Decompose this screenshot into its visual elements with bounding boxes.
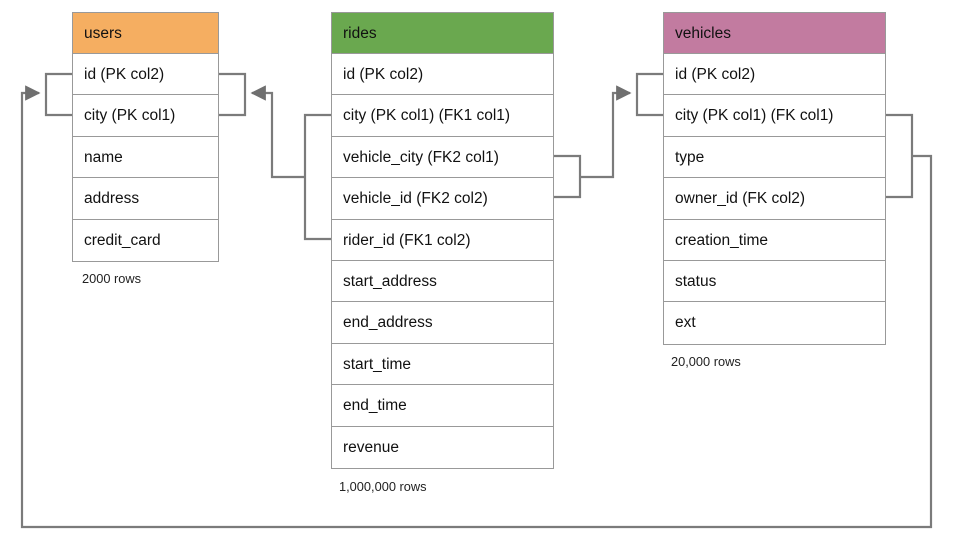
vehicles-right-bracket [886,113,914,199]
table-users-column-credit-card[interactable]: credit_card [73,219,218,261]
table-users-column-address[interactable]: address [73,178,218,220]
table-rides-column-end-address[interactable]: end_address [332,302,553,344]
table-rides-column-vehicle-id[interactable]: vehicle_id (FK2 col2) [332,178,553,220]
rides-right-bracket [554,154,582,199]
table-vehicles-row-count: 20,000 rows [671,354,741,369]
table-rides-column-start-time[interactable]: start_time [332,343,553,386]
table-vehicles-column-creation-time[interactable]: creation_time [664,219,885,261]
table-rides-column-end-time[interactable]: end_time [332,385,553,427]
table-vehicles-column-ext[interactable]: ext [664,302,885,344]
table-rides-column-revenue[interactable]: revenue [332,426,553,468]
users-left-bracket [44,72,72,117]
table-vehicles-column-status[interactable]: status [664,260,885,303]
table-users-title: users [73,13,218,54]
table-vehicles-title: vehicles [664,13,885,54]
table-rides-column-start-address[interactable]: start_address [332,260,553,303]
vehicles-left-bracket [635,72,663,117]
wire-fk1-rides-to-users [250,85,305,179]
table-users[interactable]: users id (PK col2) city (PK col1) name a… [72,12,219,262]
table-rides-column-id[interactable]: id (PK col2) [332,54,553,96]
table-rides-column-city[interactable]: city (PK col1) (FK1 col1) [332,95,553,137]
table-rides-column-rider-id[interactable]: rider_id (FK1 col2) [332,219,553,261]
table-users-column-city[interactable]: city (PK col1) [73,95,218,137]
table-users-row-count: 2000 rows [82,271,142,286]
table-vehicles-column-city[interactable]: city (PK col1) (FK col1) [664,95,885,137]
users-right-bracket [219,72,247,117]
table-vehicles-column-type[interactable]: type [664,136,885,179]
table-rides-row-count: 1,000,000 rows [339,479,427,494]
table-vehicles-column-owner-id[interactable]: owner_id (FK col2) [664,178,885,220]
wire-fk2-rides-to-vehicles [580,85,632,179]
table-users-column-id[interactable]: id (PK col2) [73,54,218,96]
table-rides-column-vehicle-city[interactable]: vehicle_city (FK2 col1) [332,136,553,179]
table-rides-title: rides [332,13,553,54]
table-rides[interactable]: rides id (PK col2) city (PK col1) (FK1 c… [331,12,554,469]
table-vehicles-column-id[interactable]: id (PK col2) [664,54,885,96]
table-users-column-name[interactable]: name [73,136,218,179]
table-vehicles[interactable]: vehicles id (PK col2) city (PK col1) (FK… [663,12,886,345]
rides-left-bracket [303,113,331,241]
